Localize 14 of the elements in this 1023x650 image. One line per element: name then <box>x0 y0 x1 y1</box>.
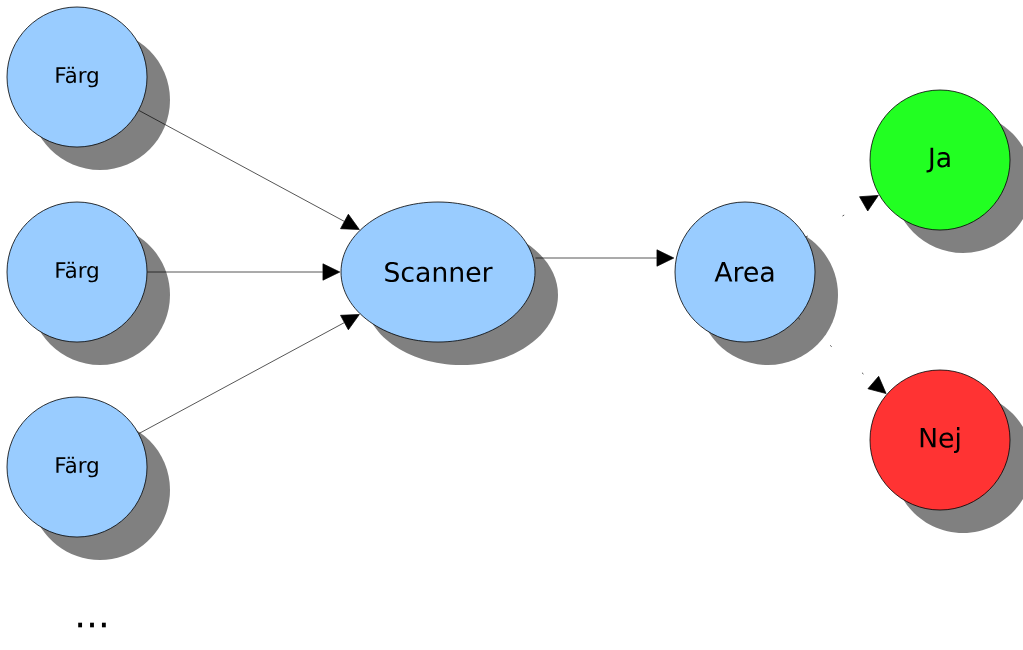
arrow <box>798 317 887 394</box>
circle-node: Area <box>674 201 838 365</box>
ellipsis-text: ... <box>78 622 106 628</box>
arrow <box>535 249 675 267</box>
ellipse-node: Scanner <box>340 201 558 365</box>
circle-node: Färg <box>6 6 170 170</box>
circle-node: Ja <box>869 89 1023 253</box>
arrow <box>138 314 360 434</box>
arrow <box>147 263 341 281</box>
arrow <box>805 195 879 238</box>
circle-node: Nej <box>869 369 1023 533</box>
circle-node: Färg <box>6 201 170 365</box>
arrow <box>138 110 360 230</box>
circle-node: Färg <box>6 396 170 560</box>
